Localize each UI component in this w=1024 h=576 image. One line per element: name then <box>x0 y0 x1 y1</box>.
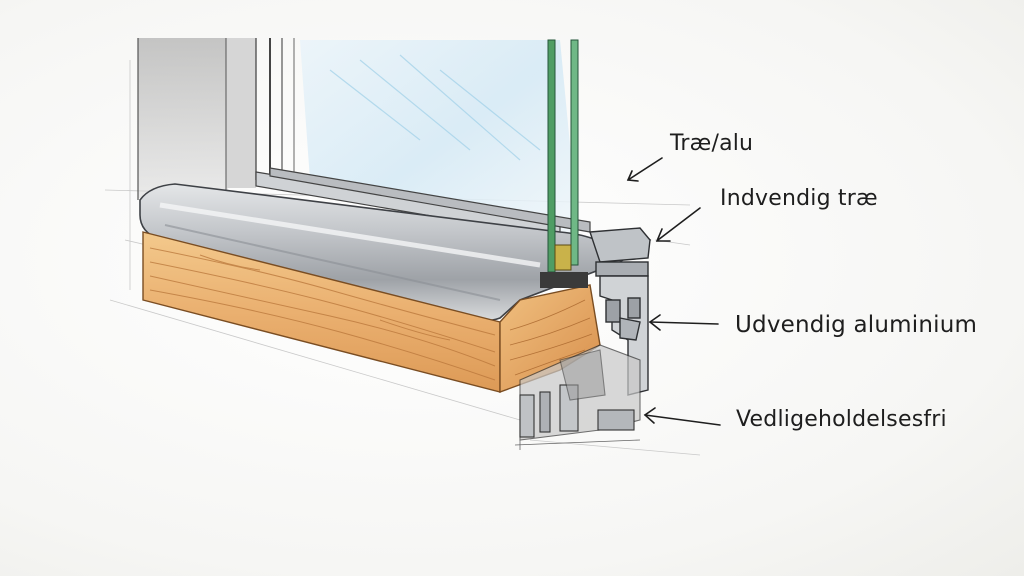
arrow-trae-alu <box>626 157 663 182</box>
label-indvendig-trae: Indvendig træ <box>720 186 878 211</box>
leader-arrows <box>626 157 721 426</box>
label-trae-alu: Træ/alu <box>670 131 754 156</box>
lower-frame-section <box>519 344 641 441</box>
arrow-indvendig-trae <box>655 207 701 242</box>
arrow-udvendig-aluminium <box>648 314 719 331</box>
label-vedligeholdelsesfri: Vedligeholdelsesfri <box>736 407 947 432</box>
glazing-unit <box>540 39 588 288</box>
glass-pane <box>300 40 580 250</box>
window-frame-vertical <box>137 38 295 200</box>
arrow-vedligeholdelsesfri <box>643 407 721 426</box>
wood-grain <box>149 247 496 381</box>
label-udvendig-aluminium: Udvendig aluminium <box>735 312 978 338</box>
